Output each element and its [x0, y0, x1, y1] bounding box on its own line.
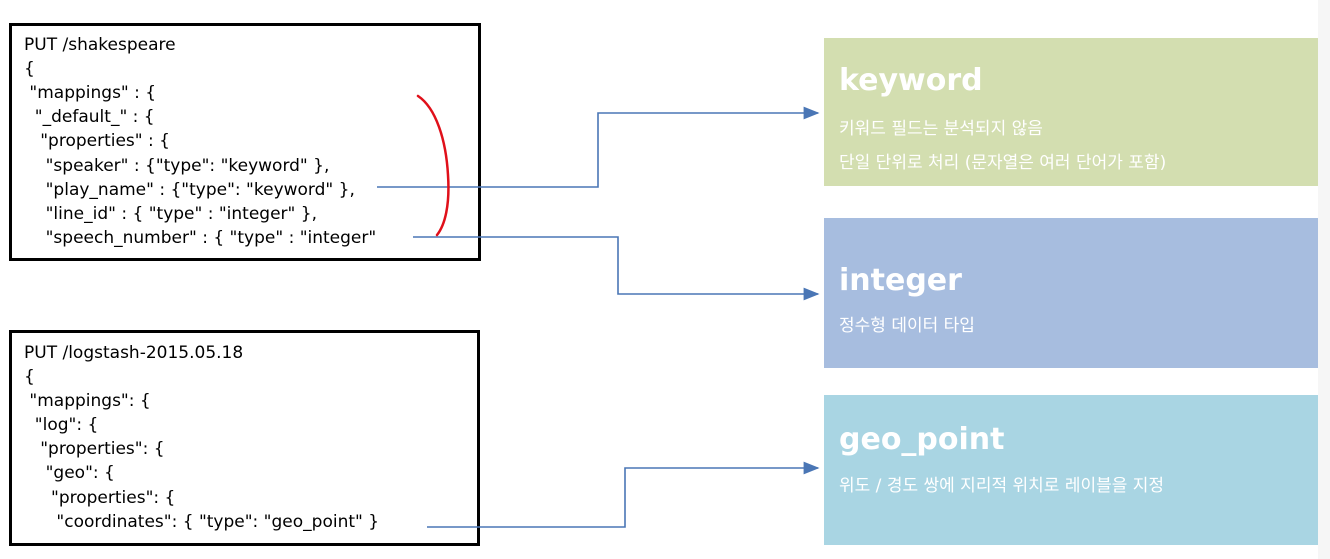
slide-edge: [1318, 0, 1330, 559]
geo-point-card: geo_point 위도 / 경도 쌍에 지리적 위치로 레이블을 지정: [824, 395, 1318, 545]
code-line: "properties" : {: [24, 131, 170, 151]
code-line: "line_id" : { "type" : "integer" },: [24, 204, 317, 224]
integer-card-title: integer: [839, 263, 962, 298]
code-line: "mappings" : {: [24, 83, 157, 103]
code-line: "coordinates": { "type": "geo_point" }: [24, 512, 380, 532]
code-line: PUT /shakespeare: [24, 35, 176, 55]
code-line: {: [24, 59, 35, 79]
code-line: "speaker" : {"type": "keyword" },: [24, 156, 330, 176]
connector-geo-point: [427, 461, 820, 528]
geo-point-card-desc: 위도 / 경도 쌍에 지리적 위치로 레이블을 지정: [839, 476, 1165, 496]
shakespeare-mapping-box: [9, 23, 481, 261]
red-bracket-annotation: [416, 94, 450, 237]
code-line: "properties": {: [24, 488, 176, 508]
code-line: "properties": {: [24, 439, 165, 459]
connector-integer: [413, 236, 820, 301]
code-line: "geo": {: [24, 463, 115, 483]
code-line: {: [24, 367, 35, 387]
code-line: "speech_number" : { "type" : "integer": [24, 228, 377, 248]
geo-point-card-title: geo_point: [839, 422, 1005, 457]
keyword-card-title: keyword: [839, 63, 983, 98]
keyword-card-desc-2: 단일 단위로 처리 (문자열은 여러 단어가 포함): [839, 153, 1167, 173]
code-line: "_default_" : {: [24, 107, 155, 127]
code-line: "log": {: [24, 415, 99, 435]
keyword-card-desc-1: 키워드 필드는 분석되지 않음: [839, 119, 1043, 139]
keyword-card: keyword 키워드 필드는 분석되지 않음 단일 단위로 처리 (문자열은 …: [824, 38, 1318, 186]
integer-card-desc: 정수형 데이터 타입: [839, 316, 975, 336]
code-line: PUT /logstash-2015.05.18: [24, 343, 244, 363]
code-line: "mappings": {: [24, 391, 151, 411]
integer-card: integer 정수형 데이터 타입: [824, 218, 1318, 368]
connector-keyword: [377, 106, 820, 188]
logstash-mapping-box: [9, 330, 480, 546]
code-line: "play_name" : {"type": "keyword" },: [24, 180, 355, 200]
